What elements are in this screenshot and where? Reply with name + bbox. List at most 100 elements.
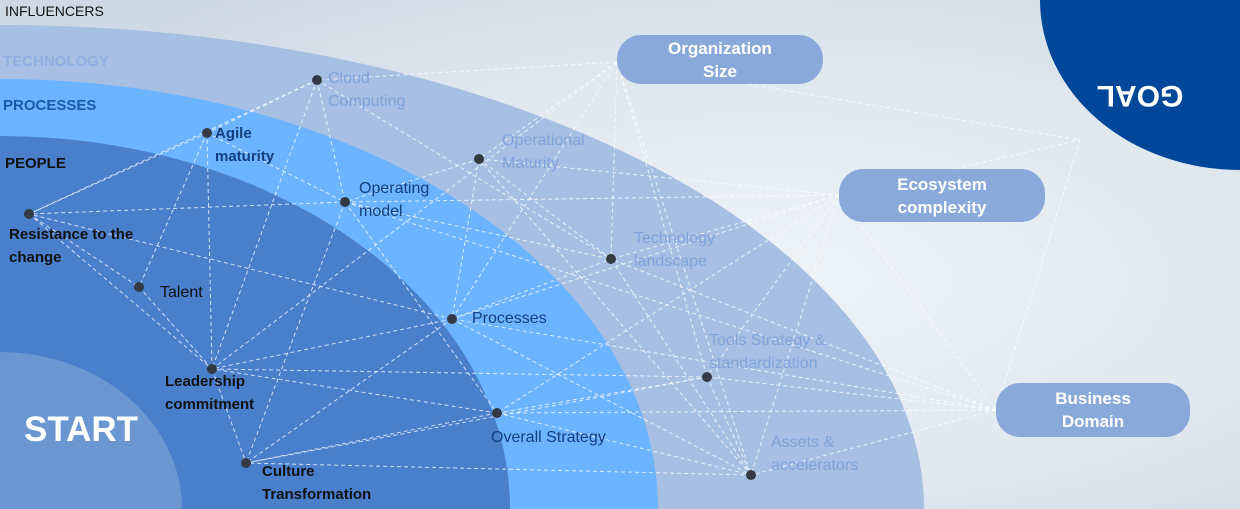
connector-line bbox=[478, 61, 618, 160]
influencer-line: complexity bbox=[897, 197, 987, 217]
node-line: Resistance to the bbox=[9, 226, 134, 243]
node-line: Tools Strategy & bbox=[709, 332, 826, 349]
node-line: Maturity bbox=[502, 155, 559, 172]
connector-line bbox=[138, 132, 208, 288]
node-dot bbox=[207, 364, 217, 374]
connector-line bbox=[245, 376, 708, 464]
connector-line bbox=[344, 158, 480, 203]
node-dot bbox=[202, 128, 212, 138]
connector-line bbox=[496, 376, 708, 414]
ring-label-influencers: INFLUENCERS bbox=[5, 3, 104, 19]
node-dot bbox=[134, 282, 144, 292]
node-dot bbox=[312, 75, 322, 85]
node-line: Computing bbox=[328, 93, 406, 110]
goal-label: GOAL bbox=[1097, 79, 1184, 112]
node-line: Cloud bbox=[328, 70, 370, 87]
connector-line bbox=[478, 158, 840, 196]
node-line: Assets & bbox=[771, 434, 835, 451]
connector-line bbox=[616, 61, 708, 378]
connector-line bbox=[206, 79, 318, 134]
node-line: Agile bbox=[215, 125, 252, 142]
node-talent: Talent bbox=[160, 281, 203, 304]
connector-line bbox=[245, 412, 498, 464]
influencer-line: Size bbox=[702, 61, 738, 81]
node-dot bbox=[241, 458, 251, 468]
connector-line bbox=[616, 61, 752, 476]
goal-quarter bbox=[1040, 0, 1240, 170]
node-line: commitment bbox=[165, 396, 255, 413]
connector-line bbox=[211, 79, 318, 370]
connector-line bbox=[496, 409, 997, 414]
connector-line bbox=[838, 194, 997, 411]
connector-line bbox=[610, 61, 618, 260]
node-line: Processes bbox=[472, 310, 547, 327]
node-technology-landscape: Technology landscape bbox=[634, 227, 715, 273]
connector-line bbox=[750, 409, 997, 476]
node-dot bbox=[340, 197, 350, 207]
connector-line bbox=[316, 61, 618, 81]
node-dot bbox=[702, 372, 712, 382]
connector-line bbox=[706, 376, 752, 476]
start-circle bbox=[0, 352, 182, 509]
node-dot bbox=[447, 314, 457, 324]
node-line: Operational bbox=[502, 132, 585, 149]
node-dot bbox=[746, 470, 756, 480]
connector-line bbox=[451, 194, 840, 320]
connector-line bbox=[451, 158, 480, 320]
connector-line bbox=[451, 61, 618, 320]
node-line: Operating bbox=[359, 180, 430, 197]
node-processes: Processes bbox=[472, 307, 547, 330]
connector-line bbox=[995, 139, 1081, 411]
connector-line bbox=[451, 258, 612, 320]
node-line: landscape bbox=[634, 253, 707, 270]
connector-line bbox=[211, 368, 708, 378]
connector-line bbox=[245, 201, 346, 464]
connector-line bbox=[451, 318, 997, 411]
node-line: Overall Strategy bbox=[491, 429, 606, 446]
connector-line bbox=[211, 368, 247, 464]
node-dot bbox=[474, 154, 484, 164]
connector-line bbox=[211, 61, 618, 370]
connector-line bbox=[496, 194, 840, 414]
connector-line bbox=[344, 194, 840, 203]
node-overall-strategy: Overall Strategy bbox=[491, 426, 606, 449]
start-label: START bbox=[24, 410, 139, 449]
node-dot bbox=[24, 209, 34, 219]
connector-lines bbox=[28, 61, 1081, 476]
connector-line bbox=[316, 79, 612, 260]
connector-line bbox=[610, 258, 997, 411]
connector-line bbox=[138, 286, 213, 370]
connector-line bbox=[28, 213, 140, 288]
node-tools-strategy: Tools Strategy &standardization bbox=[709, 329, 826, 375]
node-line: Talent bbox=[160, 284, 203, 301]
node-line: Technology bbox=[634, 230, 715, 247]
connector-line bbox=[28, 213, 213, 370]
influencer-line: Domain bbox=[1061, 412, 1125, 431]
connector-line bbox=[496, 412, 752, 476]
connector-line bbox=[206, 132, 213, 370]
connector-line bbox=[245, 462, 752, 476]
connector-line bbox=[610, 258, 752, 476]
ring-label-technology: TECHNOLOGY bbox=[3, 53, 109, 70]
connector-line bbox=[28, 79, 318, 215]
connector-line bbox=[28, 213, 453, 320]
connector-line bbox=[28, 132, 208, 215]
connector-line bbox=[344, 201, 498, 414]
node-line: Transformation bbox=[262, 486, 372, 503]
influencer-line: Ecosystem bbox=[897, 174, 987, 194]
influencer-line: Organization bbox=[668, 38, 772, 58]
node-line: maturity bbox=[215, 148, 275, 165]
connector-line bbox=[28, 201, 346, 215]
connector-line bbox=[206, 132, 346, 203]
ring-label-people: PEOPLE bbox=[5, 155, 66, 172]
connector-line bbox=[211, 318, 453, 370]
node-dot bbox=[606, 254, 616, 264]
influencer-line: Business bbox=[1055, 389, 1131, 408]
